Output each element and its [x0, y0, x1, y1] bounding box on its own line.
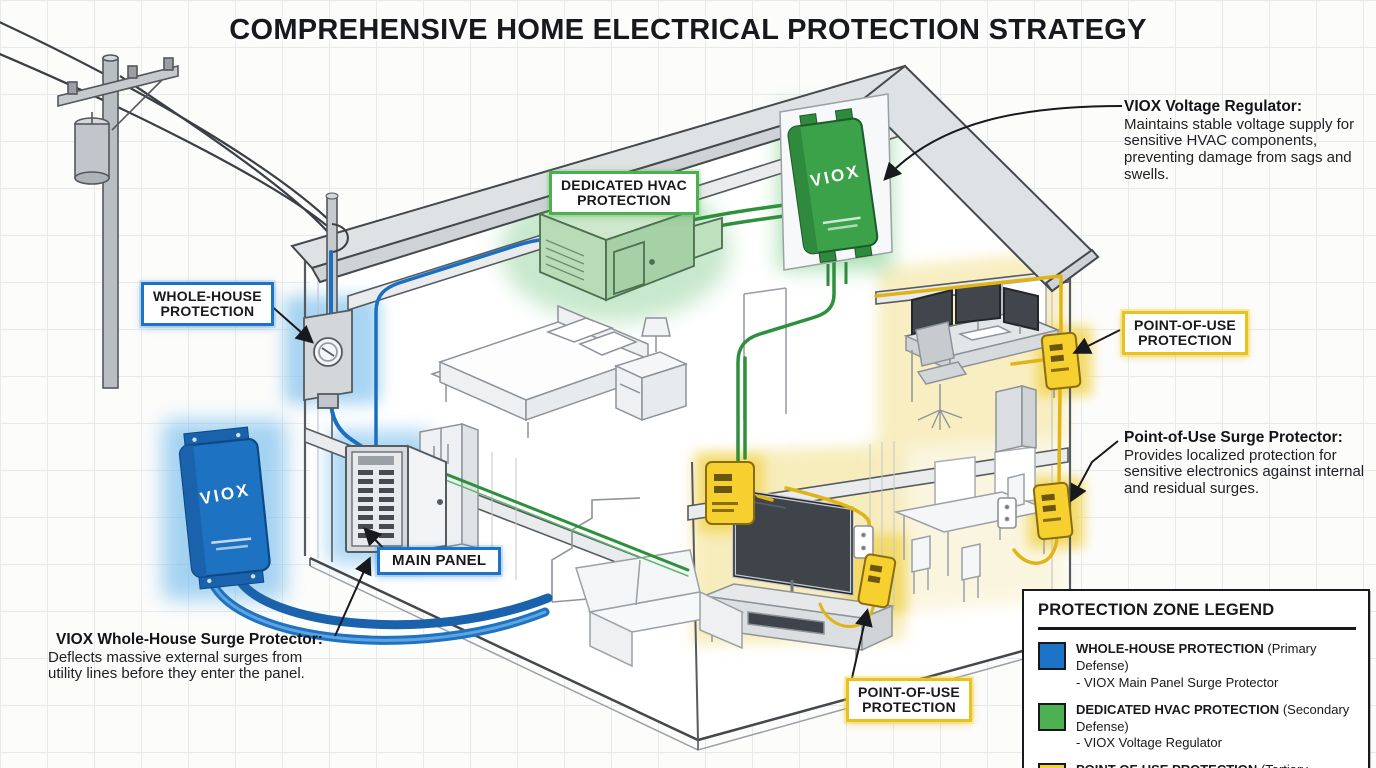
legend-item-name: DEDICATED HVAC PROTECTION	[1076, 701, 1280, 717]
wall-outlet-dining	[997, 497, 1017, 529]
annotation-point-of-use: Point-of-Use Surge Protector: Provides l…	[1124, 429, 1368, 498]
yellow-wiring	[756, 274, 1063, 628]
label-line: PROTECTION	[577, 191, 671, 208]
legend-item-hvac: DEDICATED HVAC PROTECTION (Secondary Def…	[1038, 702, 1356, 753]
label-line: PROTECTION	[1138, 331, 1232, 348]
annotation-title: Point-of-Use Surge Protector:	[1124, 429, 1343, 446]
legend-item-name: WHOLE-HOUSE PROTECTION	[1076, 641, 1264, 656]
monitors	[911, 282, 1039, 342]
legend-item-point-of-use: POINT-OF-USE PROTECTION (Tertiary Defens…	[1038, 762, 1356, 768]
protection-zone-legend: PROTECTION ZONE LEGEND WHOLE-HOUSE PROTE…	[1022, 589, 1370, 768]
legend-item-qualifier: (Secondary Defense)	[1076, 701, 1350, 734]
electric-meter	[303, 308, 353, 409]
legend-color-chip-green	[1038, 702, 1066, 731]
annotation-title: VIOX Whole-House Surge Protector:	[56, 631, 323, 648]
devices: VIOX VIOX	[178, 93, 1082, 609]
main-panel-device	[345, 444, 447, 554]
annotation-body: Maintains stable voltage supply for sens…	[1124, 115, 1355, 184]
utility-pole	[57, 54, 179, 389]
nightstand	[613, 351, 689, 422]
legend-color-chip-yellow	[1038, 763, 1066, 768]
dining-chairs	[911, 473, 1025, 602]
office-chair	[915, 321, 968, 430]
annotation-body: Deflects massive external surges from ut…	[48, 648, 305, 683]
legend-color-chip-blue	[1038, 642, 1066, 670]
legend-title: PROTECTION ZONE LEGEND	[1038, 601, 1356, 630]
pou-protector-downstairs	[1032, 481, 1074, 541]
wall-outlet-tv	[853, 525, 874, 559]
label-line: DEDICATED HVAC	[561, 177, 687, 193]
pou-protector-tv	[857, 553, 897, 609]
pc-tower	[995, 385, 1037, 453]
label-whole-house-protection: WHOLE-HOUSE PROTECTION	[141, 282, 274, 326]
pou-protector-office	[1040, 331, 1082, 391]
label-main-panel: MAIN PANEL	[377, 547, 502, 576]
legend-item-detail: - VIOX Main Panel Surge Protector	[1076, 674, 1279, 690]
voltage-regulator-device: VIOX	[779, 93, 893, 286]
label-line: WHOLE-HOUSE	[153, 288, 262, 304]
label-line: PROTECTION	[862, 698, 956, 715]
annotation-voltage-regulator: VIOX Voltage Regulator: Maintains stable…	[1124, 98, 1360, 184]
lamp	[641, 317, 671, 352]
pou-wall-box	[705, 461, 755, 525]
label-line: MAIN PANEL	[392, 552, 487, 569]
label-point-of-use-right: POINT-OF-USE PROTECTION	[1122, 311, 1248, 355]
whole-house-protector-device: VIOX	[178, 426, 271, 590]
legend-item-qualifier: (Tertiary Defense)	[1076, 762, 1308, 768]
annotation-title: VIOX Voltage Regulator:	[1124, 98, 1302, 115]
legend-item-qualifier: (Primary Defense)	[1076, 641, 1317, 673]
power-lines	[0, 21, 334, 239]
label-line: PROTECTION	[160, 302, 255, 319]
label-point-of-use-bottom: POINT-OF-USE PROTECTION	[846, 678, 972, 722]
label-dedicated-hvac-protection: DEDICATED HVAC PROTECTION	[549, 171, 699, 215]
legend-item-name: POINT-OF-USE PROTECTION	[1076, 762, 1257, 768]
couch	[575, 549, 745, 668]
page-title: COMPREHENSIVE HOME ELECTRICAL PROTECTION…	[229, 14, 1147, 46]
label-line: POINT-OF-USE	[858, 684, 960, 700]
annotation-body: Provides localized protection for sensit…	[1124, 446, 1365, 498]
label-line: POINT-OF-USE	[1134, 317, 1236, 333]
legend-item-whole-house: WHOLE-HOUSE PROTECTION (Primary Defense)…	[1038, 641, 1356, 692]
leader-lines	[267, 105, 1123, 679]
bed	[429, 304, 657, 438]
annotation-whole-house: VIOX Whole-House Surge Protector: Deflec…	[48, 631, 338, 683]
legend-item-detail: - VIOX Voltage Regulator	[1076, 735, 1222, 751]
